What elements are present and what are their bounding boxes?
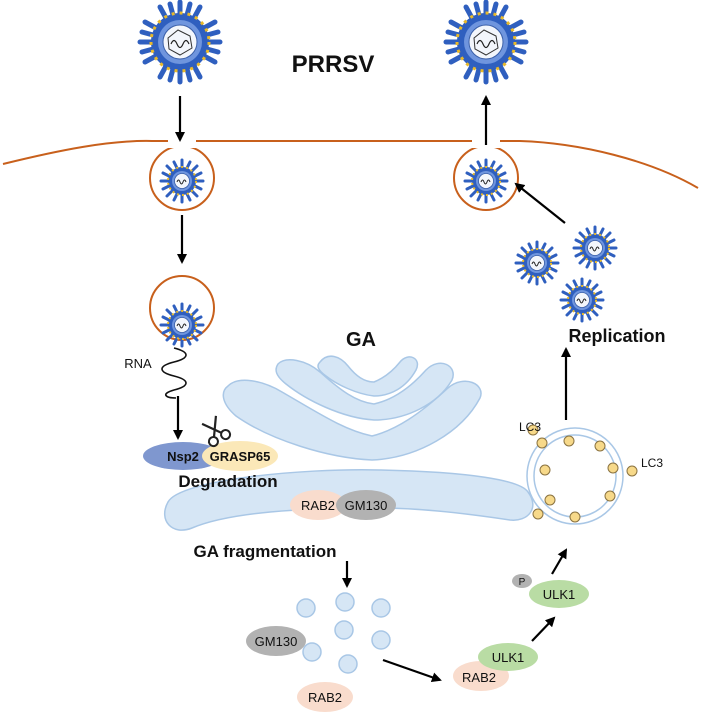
degradation-label: Degradation: [178, 472, 277, 491]
rab2-protein-fragment: [297, 682, 353, 712]
ulk1-label: ULK1: [492, 650, 525, 665]
replication-label: Replication: [568, 326, 665, 346]
grasp65-label: GRASP65: [210, 449, 271, 464]
gm130-protein-fragment: [246, 626, 306, 656]
scissors-icon: [201, 415, 232, 448]
golgi-apparatus: [163, 355, 534, 531]
pathway-arrows: [173, 95, 571, 683]
ulk1-phos-label: ULK1: [543, 587, 576, 602]
autophagosome: [526, 424, 638, 525]
virion-replicated: [514, 240, 560, 286]
rab2-fragment-label: RAB2: [308, 690, 342, 705]
exit-vesicle: [453, 140, 519, 211]
ulk1-phosphorylated: [529, 580, 589, 608]
rab2-protein: [290, 490, 346, 520]
golgi-fragments: [296, 592, 391, 674]
virion-released: [446, 2, 526, 82]
internalized-endosome: [149, 275, 215, 348]
lc3-label-top: LC3: [519, 420, 541, 434]
phosphate-group: [512, 574, 532, 588]
lc3-label-right: LC3: [641, 456, 663, 470]
ga-label: GA: [346, 329, 376, 351]
nsp2-protein: [143, 442, 223, 470]
virion-entering: [140, 2, 220, 82]
gm130-fragment-label: GM130: [255, 634, 298, 649]
grasp65-protein: [202, 441, 278, 471]
gm130-label: GM130: [345, 498, 388, 513]
nsp2-label: Nsp2: [167, 449, 199, 464]
phosphate-label: P: [519, 577, 526, 588]
virion-replicated: [572, 225, 618, 271]
ga-fragmentation-label: GA fragmentation: [194, 542, 337, 561]
rna-strand: [161, 347, 187, 399]
virion-replicated: [559, 277, 605, 323]
rna-label: RNA: [124, 356, 152, 371]
rab2-label: RAB2: [301, 498, 335, 513]
ulk1-protein: [478, 643, 538, 671]
entry-endosome: [149, 140, 215, 211]
gm130-protein: [336, 490, 396, 520]
title-label: PRRSV: [292, 51, 375, 78]
cell-membrane: [2, 139, 699, 189]
rab2-bound-label: RAB2: [462, 670, 496, 685]
